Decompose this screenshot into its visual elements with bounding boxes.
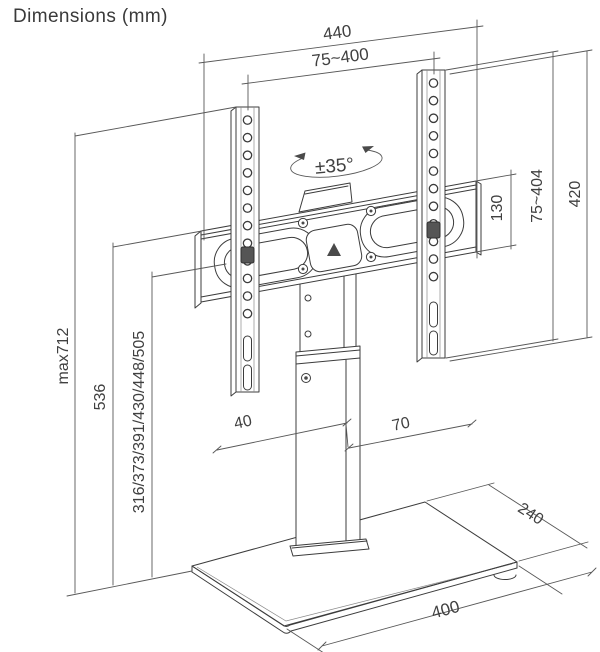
up-arrow-icon <box>327 243 341 256</box>
top-hook-tab <box>298 182 353 213</box>
dim-rail-height: 420 <box>567 181 584 208</box>
center-column <box>289 271 370 557</box>
dim-column-height: 536 <box>92 384 109 411</box>
crossbar-screws <box>297 205 377 275</box>
dim-vesa-width-range: 75~400 <box>311 44 370 70</box>
base-foot <box>493 574 517 580</box>
base-plate <box>191 501 518 634</box>
vesa-rail-left <box>230 106 260 397</box>
swivel-arrow-left-icon <box>294 152 306 160</box>
dim-column-depth: 70 <box>391 414 412 434</box>
dim-vesa-height-range: 75~404 <box>529 169 546 223</box>
column-foot <box>289 538 370 557</box>
rail-latch <box>240 246 255 264</box>
vesa-rail-right <box>416 69 446 363</box>
column-upper-tube <box>299 271 357 358</box>
dim-base-width: 400 <box>429 597 461 623</box>
crossbar-left-face <box>194 230 202 309</box>
rail-slot <box>243 335 252 362</box>
rail-slot <box>243 364 252 391</box>
column-lower-tube <box>295 357 361 550</box>
swivel-arrow-right-icon <box>362 146 374 153</box>
dim-column-width: 40 <box>233 412 254 432</box>
swivel-indicator: ±35° <box>290 146 383 179</box>
column-screw-hole <box>304 294 312 302</box>
rail-slot <box>429 301 438 328</box>
column-screw-hole <box>304 330 312 338</box>
page-title: Dimensions (mm) <box>13 6 168 27</box>
dim-overall-width: 440 <box>322 21 353 43</box>
rail-slot <box>429 330 438 356</box>
dim-height-positions: 316/373/391/430/448/505 <box>131 331 148 514</box>
rail-latch <box>426 221 441 239</box>
dim-bracket-height: 130 <box>489 195 506 222</box>
dim-swivel-angle: ±35° <box>314 154 355 178</box>
dim-max-height: max712 <box>55 327 72 384</box>
